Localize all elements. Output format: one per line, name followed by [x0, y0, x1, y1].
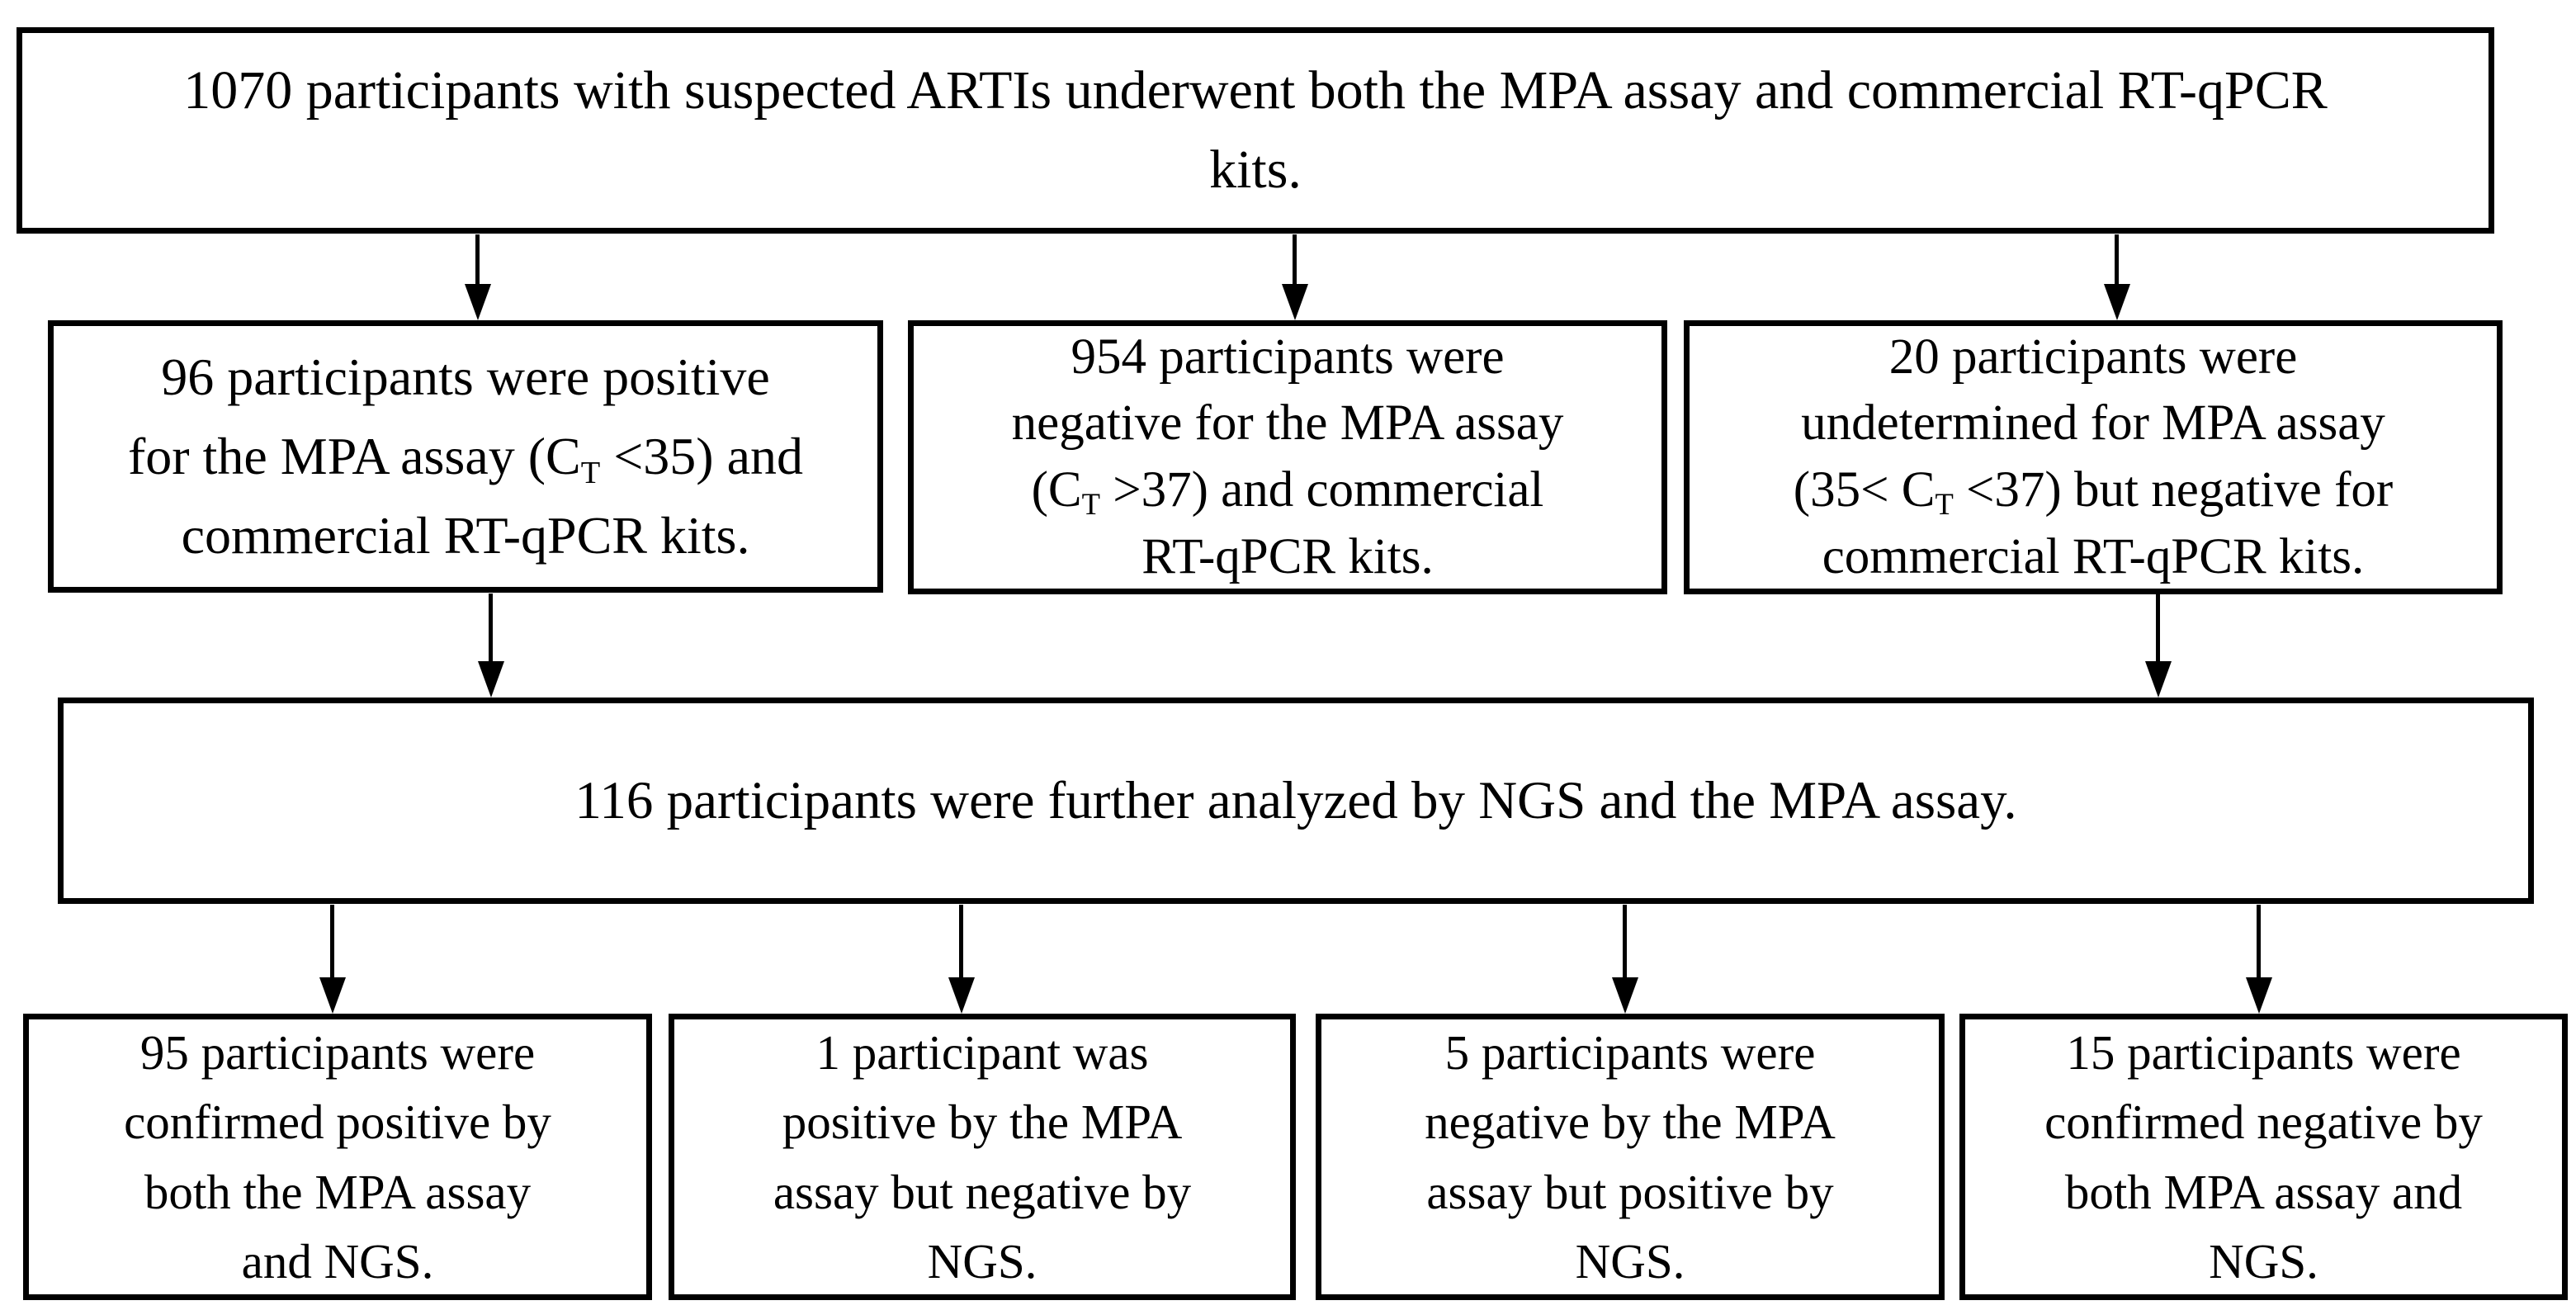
box-ngs-analyzed-text: 116 participants were further analyzed b… — [574, 770, 2017, 830]
arrow-down-icon — [959, 905, 963, 977]
arrow-down-icon — [489, 594, 493, 661]
arrow-down-icon — [1293, 234, 1297, 284]
box-total-participants-text: 1070 participants with suspected ARTIs u… — [183, 60, 2328, 200]
arrow-down-icon — [2156, 594, 2160, 661]
box-ngs-analyzed: 116 participants were further analyzed b… — [58, 698, 2534, 904]
box-total-participants: 1070 participants with suspected ARTIs u… — [17, 27, 2494, 234]
arrow-down-icon — [475, 234, 480, 284]
arrow-down-icon — [330, 905, 334, 977]
arrow-down-icon — [2115, 234, 2119, 284]
arrow-down-icon — [1623, 905, 1627, 977]
arrow-down-icon — [2257, 905, 2261, 977]
